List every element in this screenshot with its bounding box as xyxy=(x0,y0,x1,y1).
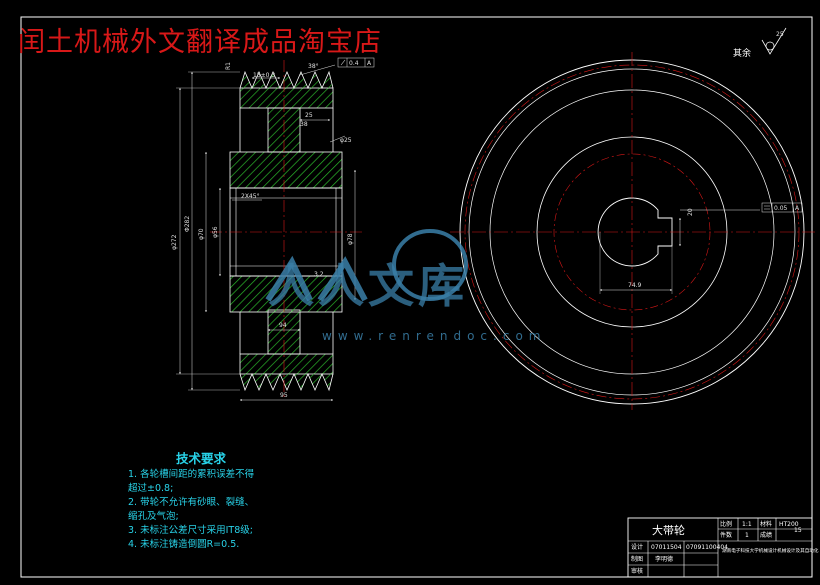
watermark-logo xyxy=(265,229,468,302)
dim-keyway-depth: 74.9 xyxy=(628,282,642,289)
dim-bore-right: φ78 xyxy=(347,233,354,245)
tb-quantity-label: 件数 xyxy=(720,531,732,539)
tech-req-line-5: 3. 未标注公差尺寸采用IT8级; xyxy=(128,525,253,536)
tb-drawn-name: 李明德 xyxy=(655,555,673,563)
roughness-note: 其余 xyxy=(733,47,751,59)
dim-outer-diam: Φ282 xyxy=(184,216,191,232)
dim-rim-width: 95 xyxy=(280,392,288,399)
tol-frame-datum: A xyxy=(367,60,372,67)
section-view xyxy=(210,60,365,400)
tb-quantity-value: 1 xyxy=(745,532,749,539)
front-view xyxy=(450,52,815,410)
tb-school: 湖南电子科技大学机械设计机械设计及其自动化 xyxy=(722,547,819,554)
roughness-value: 25 xyxy=(776,31,784,38)
roughness-symbol xyxy=(761,27,787,55)
dim-chamfer: 2X45° xyxy=(241,193,260,200)
tol-frame-value: 0.4 xyxy=(349,60,359,67)
dim-web: 25 xyxy=(305,112,313,119)
tb-sheet-no: 15 xyxy=(794,527,802,534)
tb-material-label: 材料 xyxy=(760,520,772,528)
dim-bore-diam: φ56 xyxy=(212,226,219,238)
watermark-logo-text: 人人文库 xyxy=(268,259,468,313)
tol2-datum: A xyxy=(795,205,800,212)
tb-grade-label: 成绩 xyxy=(760,531,772,539)
dim-keyway-width: 20 xyxy=(687,208,694,216)
dim-groove-angle: 38° xyxy=(308,63,319,70)
tech-req-line-6: 4. 未标注铸造倒圆R=0.5. xyxy=(128,539,240,550)
tb-design-name: 07011504 xyxy=(651,544,682,551)
tech-req-line-2: 超过±0.8; xyxy=(128,483,174,494)
dim-phi25: φ25 xyxy=(340,137,352,144)
section-dimensions xyxy=(176,57,375,401)
dim-hub-width: 38 xyxy=(300,121,308,128)
tb-drawing-no: 07091100404 xyxy=(686,544,728,551)
dim-r1: R1 xyxy=(225,62,232,70)
tech-req-title: 技术要求 xyxy=(176,451,227,466)
watermark-url: www.renrendoc.com xyxy=(322,329,546,343)
dim-pitch-diam: φ272 xyxy=(171,234,178,250)
tb-scale-value: 1:1 xyxy=(742,521,752,528)
title-block xyxy=(627,517,813,578)
tech-req-line-3: 2. 带轮不允许有砂眼、裂缝、 xyxy=(128,497,255,508)
watermark-shop-title: 闰土机械外文翻译成品淘宝店 xyxy=(18,27,382,58)
tech-req-line-1: 1. 各轮槽间距的累积误差不得 xyxy=(128,469,255,480)
tb-check-label: 审核 xyxy=(631,567,643,575)
drawing-border xyxy=(20,16,813,578)
tb-scale-label: 比例 xyxy=(720,520,732,528)
dim-groove-pitch: 15±0.3 xyxy=(253,72,275,79)
tb-part-name: 大带轮 xyxy=(652,523,685,537)
tol2-value: 0.05 xyxy=(774,205,788,212)
tech-req-line-4: 缩孔及气泡; xyxy=(128,511,179,522)
dim-roughness: 3.2 xyxy=(314,271,324,278)
tb-design-label: 设计 xyxy=(631,543,643,551)
tb-drawn-label: 制图 xyxy=(631,555,643,563)
tb-material-value: HT200 xyxy=(779,521,799,528)
technical-requirements: 技术要求 1. 各轮槽间距的累积误差不得 超过±0.8; 2. 带轮不允许有砂眼… xyxy=(128,452,254,552)
dim-hub-diam: φ70 xyxy=(198,228,205,240)
dim-web-width: 94 xyxy=(279,322,287,329)
